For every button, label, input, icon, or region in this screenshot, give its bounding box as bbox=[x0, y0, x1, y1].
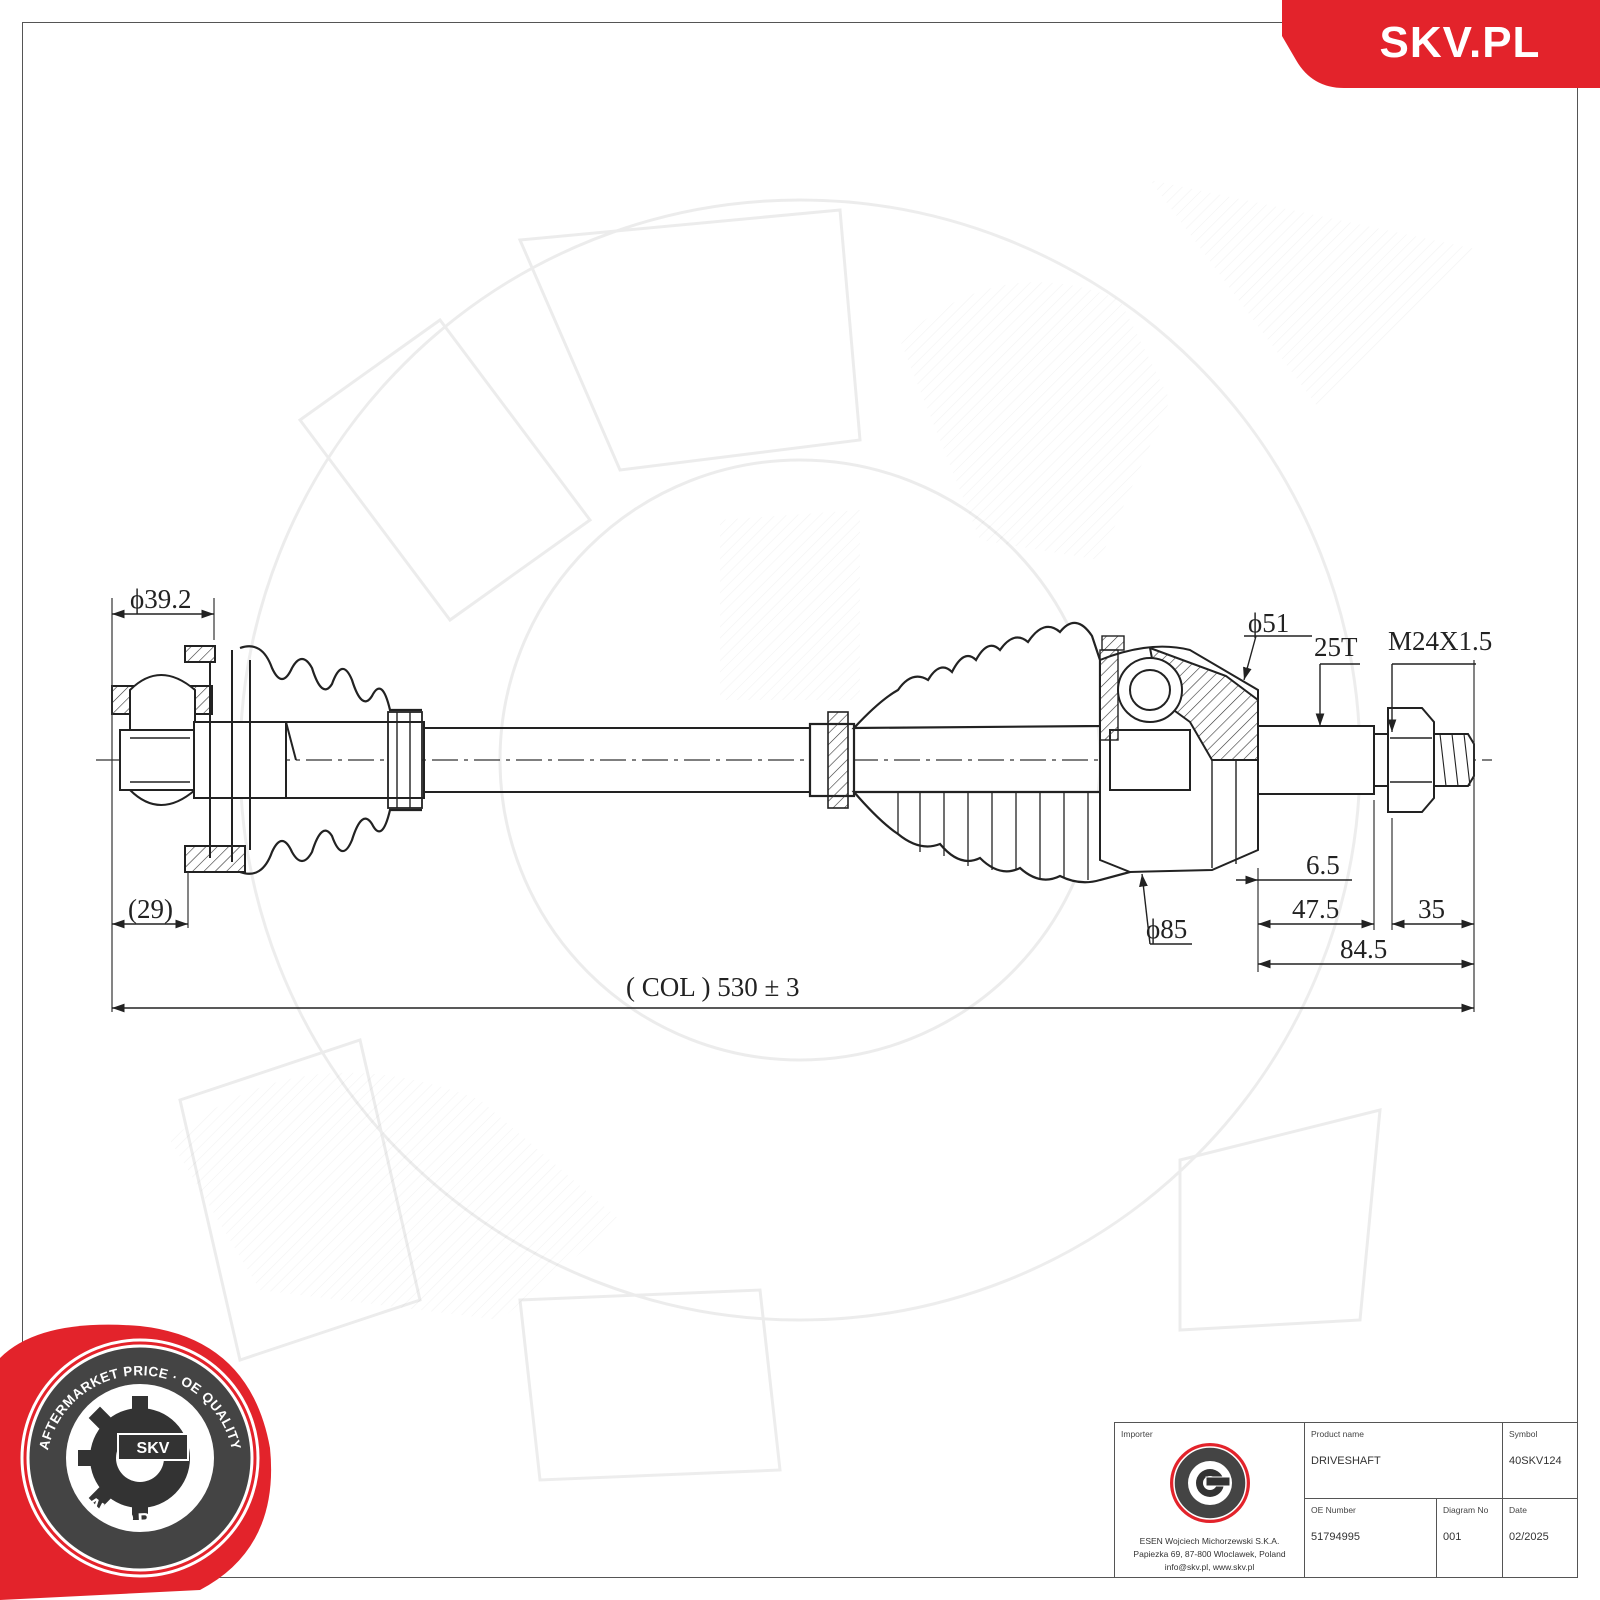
outer-stub bbox=[1257, 707, 1475, 813]
symbol-value: 40SKV124 bbox=[1509, 1455, 1562, 1467]
importer-logo-icon bbox=[1170, 1443, 1250, 1523]
dim-84-5: 84.5 bbox=[1340, 934, 1387, 964]
symbol-cell: Symbol 40SKV124 bbox=[1503, 1423, 1577, 1499]
oe-number-label: OE Number bbox=[1311, 1505, 1356, 1515]
product-name-value: DRIVESHAFT bbox=[1311, 1455, 1381, 1467]
importer-line-3: info@skv.pl, www.skv.pl bbox=[1164, 1562, 1255, 1572]
dim-spline-teeth: 25T bbox=[1314, 632, 1358, 662]
importer-line-2: Papiezka 69, 87-800 Wloclawek, Poland bbox=[1133, 1549, 1286, 1559]
main-shaft bbox=[285, 721, 810, 799]
dimension-lines bbox=[112, 609, 1476, 1013]
oe-number-value: 51794995 bbox=[1311, 1531, 1360, 1543]
watermark-hatched-letters bbox=[170, 180, 1480, 1320]
outer-boot bbox=[808, 621, 1132, 884]
importer-line-1: ESEN Wojciech Michorzewski S.K.A. bbox=[1139, 1536, 1280, 1546]
importer-cell: Importer ESEN Wojciech Michorzewski S.K.… bbox=[1115, 1423, 1305, 1577]
dim-outer-bell-diameter: ϕ85 bbox=[1146, 914, 1187, 944]
dim-overall-length: ( COL ) 530 ± 3 bbox=[626, 972, 800, 1002]
date-value: 02/2025 bbox=[1509, 1531, 1549, 1543]
drawing-frame bbox=[22, 22, 1578, 1578]
dim-thread: M24X1.5 bbox=[1388, 626, 1492, 656]
diagram-no-value: 001 bbox=[1443, 1531, 1462, 1543]
title-block: Importer ESEN Wojciech Michorzewski S.K.… bbox=[1114, 1422, 1578, 1578]
quality-seal-icon: SKV AFTERMARKET PRICE · OE QUALITY AUTO … bbox=[0, 1324, 272, 1600]
product-name-label: Product name bbox=[1311, 1429, 1364, 1439]
inner-joint bbox=[111, 645, 287, 873]
diagram-no-label: Diagram No bbox=[1443, 1505, 1489, 1515]
diagram-no-cell: Diagram No 001 bbox=[1437, 1499, 1503, 1577]
importer-label: Importer bbox=[1121, 1429, 1153, 1439]
extension-lines bbox=[111, 598, 1475, 1012]
seal-center-text: SKV bbox=[137, 1440, 170, 1457]
dim-35: 35 bbox=[1418, 894, 1445, 924]
symbol-label: Symbol bbox=[1509, 1429, 1538, 1439]
outer-bell-housing bbox=[1099, 635, 1259, 874]
date-label: Date bbox=[1509, 1505, 1527, 1515]
brand-site-label[interactable]: SKV.PL bbox=[1379, 18, 1541, 67]
oe-number-cell: OE Number 51794995 bbox=[1305, 1499, 1437, 1577]
dim-6-5: 6.5 bbox=[1306, 850, 1340, 880]
date-cell: Date 02/2025 bbox=[1503, 1499, 1577, 1577]
dim-inner-offset: (29) bbox=[128, 894, 173, 924]
inner-boot bbox=[239, 645, 423, 875]
dim-47-5: 47.5 bbox=[1292, 894, 1339, 924]
brand-tab bbox=[1282, 0, 1600, 88]
dim-outer-joint-diameter: ϕ51 bbox=[1248, 608, 1289, 638]
importer-address: ESEN Wojciech Michorzewski S.K.A. Papiez… bbox=[1115, 1535, 1304, 1574]
product-name-cell: Product name DRIVESHAFT bbox=[1305, 1423, 1503, 1499]
dim-inner-joint-diameter: ϕ39.2 bbox=[130, 584, 191, 614]
